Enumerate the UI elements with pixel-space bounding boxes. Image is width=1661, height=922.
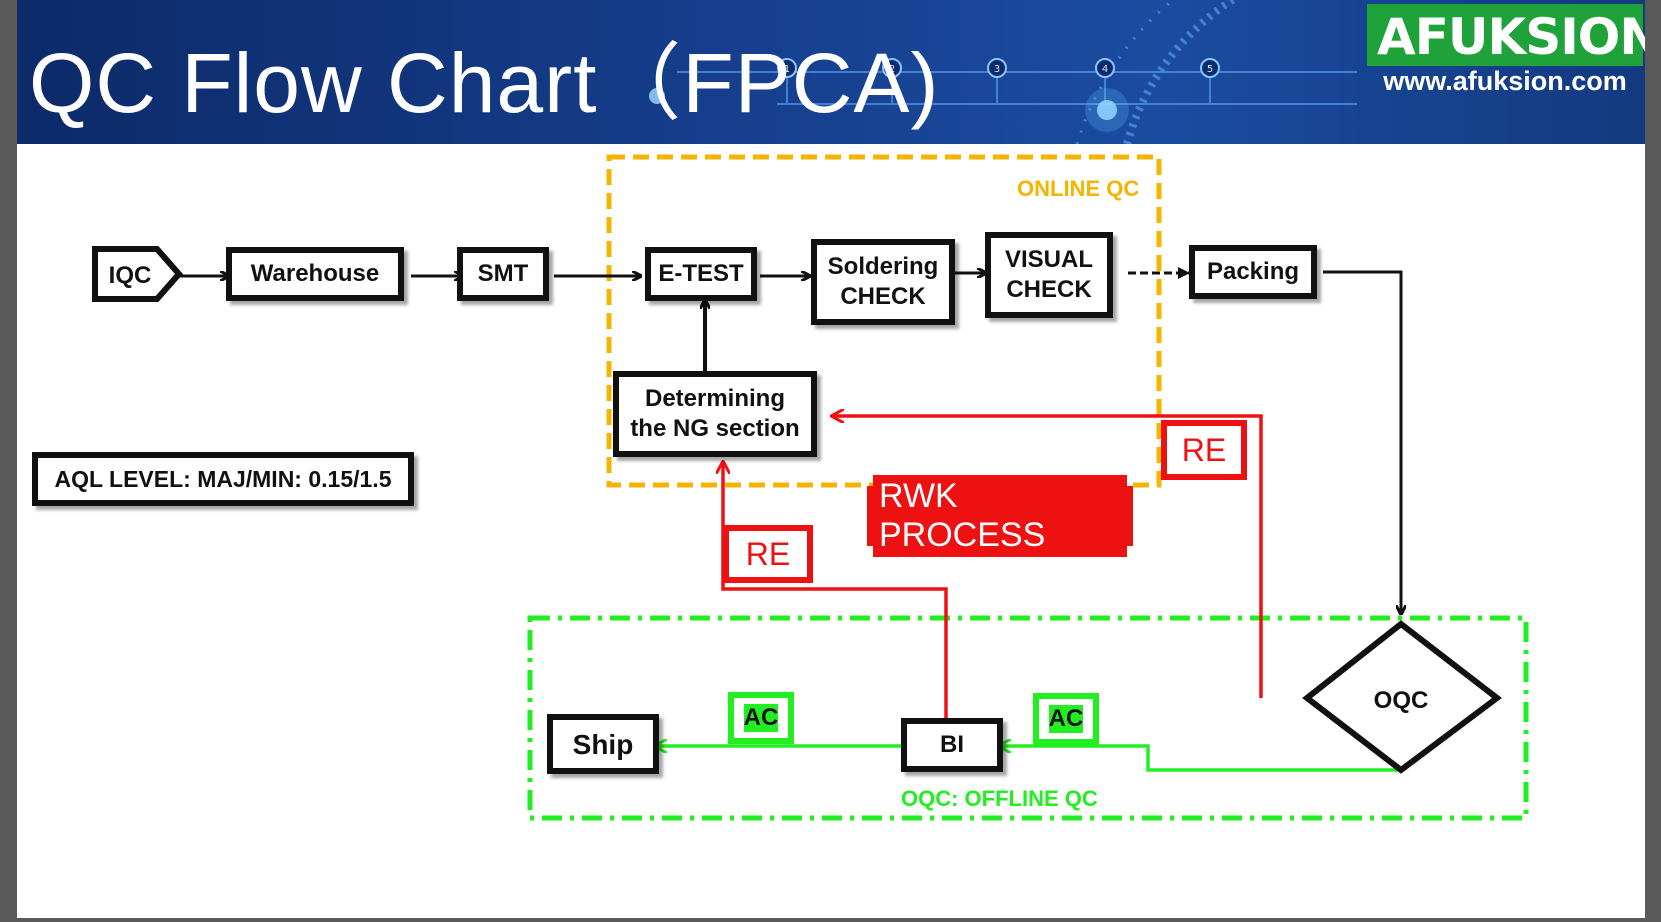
warehouse-label: Warehouse bbox=[250, 260, 380, 287]
re-right-text: RE bbox=[1181, 431, 1227, 468]
smt-node: SMT bbox=[457, 247, 549, 301]
packing-node: Packing bbox=[1189, 245, 1317, 299]
ac-right-text: AC bbox=[1048, 705, 1084, 733]
re-label-right: RE bbox=[1161, 420, 1247, 480]
company-url: www.afuksion.com bbox=[1383, 66, 1627, 96]
company-logo: AFUKSION bbox=[1377, 8, 1645, 66]
packing-label: Packing bbox=[1206, 258, 1300, 285]
warehouse-node: Warehouse bbox=[226, 247, 404, 301]
arrow-oqc-reject bbox=[832, 416, 1263, 698]
dial-3: 3 bbox=[994, 64, 1000, 75]
dial-1: 1 bbox=[784, 64, 790, 75]
ac-left-text: AC bbox=[743, 704, 779, 732]
oqc-label: OQC bbox=[1374, 687, 1429, 714]
ng-label-line2: the NG section bbox=[630, 415, 800, 442]
iqc-label: IQC bbox=[109, 262, 152, 289]
iqc-node bbox=[92, 246, 183, 302]
arrow-packing-oqc bbox=[1323, 270, 1401, 614]
visual-label-line1: VISUAL bbox=[1004, 246, 1093, 273]
offline-qc-region bbox=[527, 615, 1529, 821]
etest-node: E-TEST bbox=[645, 247, 757, 301]
ng-section-node: Determining the NG section bbox=[613, 371, 817, 457]
ng-label-line1: Determining bbox=[644, 385, 785, 412]
soldering-check-node: Soldering CHECK bbox=[811, 239, 955, 325]
dial-2: 2 bbox=[889, 64, 895, 75]
oqc-decision-diamond bbox=[1302, 620, 1502, 774]
ac-label-left: AC bbox=[728, 692, 794, 744]
slide: 1 2 3 4 5 QC Flow Chart（FPCA) AFUKSION w… bbox=[17, 0, 1645, 918]
smt-label: SMT bbox=[477, 260, 529, 287]
online-qc-caption: ONLINE QC bbox=[1017, 176, 1140, 201]
page-title: QC Flow Chart（FPCA) bbox=[29, 36, 940, 130]
visual-check-node: VISUAL CHECK bbox=[985, 232, 1113, 318]
rwk-process-label: RWK PROCESS bbox=[867, 475, 1133, 557]
re-left-text: RE bbox=[745, 535, 791, 572]
ship-label: Ship bbox=[572, 728, 634, 760]
soldering-label-line2: CHECK bbox=[840, 283, 926, 310]
logo-background bbox=[1367, 4, 1643, 66]
header-banner: 1 2 3 4 5 QC Flow Chart（FPCA) AFUKSION w… bbox=[17, 0, 1645, 144]
bi-label: BI bbox=[940, 731, 964, 758]
dial-4: 4 bbox=[1102, 64, 1108, 75]
offline-qc-caption: OQC: OFFLINE QC bbox=[901, 786, 1098, 811]
dial-5: 5 bbox=[1207, 64, 1213, 75]
arrow-oqc-accept bbox=[999, 746, 1401, 772]
visual-label-line2: CHECK bbox=[1006, 276, 1092, 303]
ac-label-right: AC bbox=[1033, 693, 1099, 745]
bi-node: BI bbox=[901, 718, 1003, 772]
soldering-label-line1: Soldering bbox=[827, 253, 939, 280]
etest-label: E-TEST bbox=[658, 260, 744, 287]
aql-level-text: AQL LEVEL: MAJ/MIN: 0.15/1.5 bbox=[54, 465, 392, 492]
circuit-decoration: 1 2 3 4 5 bbox=[649, 0, 1357, 144]
ship-node: Ship bbox=[547, 714, 659, 774]
re-label-left: RE bbox=[723, 525, 813, 583]
rwk-process-text: RWK PROCESS bbox=[873, 475, 1127, 557]
aql-level-box: AQL LEVEL: MAJ/MIN: 0.15/1.5 bbox=[32, 452, 414, 506]
